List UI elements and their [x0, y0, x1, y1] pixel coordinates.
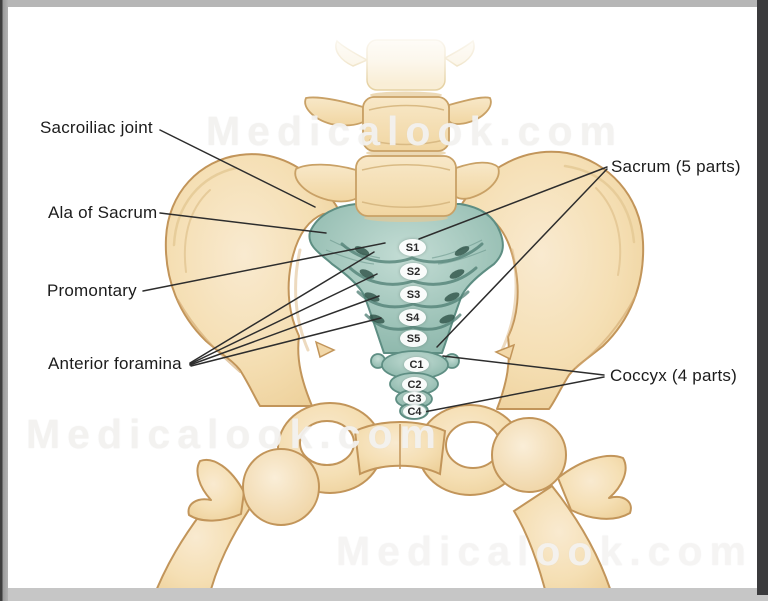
vertebra-badge-s5: S5 — [400, 330, 427, 347]
leader-foramina-1 — [189, 251, 375, 364]
vertebra-badge-s3: S3 — [400, 286, 427, 303]
l4-ridge-top — [368, 104, 445, 111]
vertebra-badge-c1: C1 — [404, 357, 429, 372]
vertebra-badge-s1: S1 — [399, 239, 426, 256]
leader-coccyx-lower — [423, 376, 605, 413]
frame-right-border — [757, 0, 768, 595]
vertebra-badge-c2: C2 — [402, 377, 427, 392]
vertebra-badge-s4: S4 — [399, 309, 426, 326]
leader-foramina-2 — [189, 273, 378, 365]
left-femur — [150, 448, 320, 601]
leader-coccyx-upper — [442, 355, 605, 376]
l5-right-process — [454, 161, 500, 200]
l5-ridge-top — [361, 164, 451, 171]
label-promontary: Promontary — [47, 281, 137, 300]
vertebra-badge-c4: C4 — [403, 405, 426, 418]
label-sacrum-parts: Sacrum (5 parts) — [611, 157, 741, 176]
left-ischial-spine — [314, 340, 336, 359]
frame-left-border — [0, 0, 8, 601]
label-anterior-foramina: Anterior foramina — [48, 354, 182, 373]
iliac-wings — [164, 150, 645, 410]
wing-shading — [172, 164, 637, 373]
l4-right-process — [448, 96, 492, 125]
leader-sacrum-lower — [436, 168, 608, 348]
label-ala-of-sacrum: Ala of Sacrum — [48, 203, 158, 222]
vertebra-badge-c3: C3 — [403, 392, 426, 405]
left-greater-trochanter — [187, 458, 245, 522]
leader-ala-of-sacrum — [159, 212, 327, 234]
left-femur-head — [242, 448, 320, 526]
lumbar-spine — [294, 26, 500, 222]
vertebra-badge-s2: S2 — [400, 263, 427, 280]
l5-left-process — [294, 163, 358, 203]
frame-bottom-border — [0, 588, 768, 601]
frame-top-border — [0, 0, 768, 7]
leader-sacroiliac-joint — [159, 129, 316, 208]
watermark-middle: Medicalook.com — [26, 411, 443, 457]
right-femur-head — [491, 417, 567, 493]
right-greater-trochanter — [557, 454, 632, 520]
l5-ridge-bottom — [361, 201, 451, 208]
segment-ridges — [340, 242, 484, 331]
label-sacroiliac-joint: Sacroiliac joint — [40, 118, 153, 137]
watermark-top: Medicalook.com — [206, 108, 623, 154]
l4-body — [362, 96, 450, 152]
leader-sacrum-upper — [418, 166, 608, 240]
right-ischial-spine — [494, 343, 516, 361]
leader-foramina-4 — [190, 317, 382, 367]
anterior-foramina-openings — [354, 246, 470, 324]
right-femur — [491, 417, 632, 601]
label-coccyx-parts: Coccyx (4 parts) — [610, 366, 737, 385]
leader-foramina-3 — [189, 295, 380, 366]
top-fade — [325, 26, 491, 84]
leader-promontary — [142, 242, 386, 292]
watermark-bottom: Medicalook.com — [336, 528, 753, 574]
l5-body — [355, 155, 457, 217]
right-femur-shaft — [512, 484, 616, 601]
l4-ridge-bottom — [368, 139, 445, 146]
l4-left-process — [304, 96, 364, 127]
